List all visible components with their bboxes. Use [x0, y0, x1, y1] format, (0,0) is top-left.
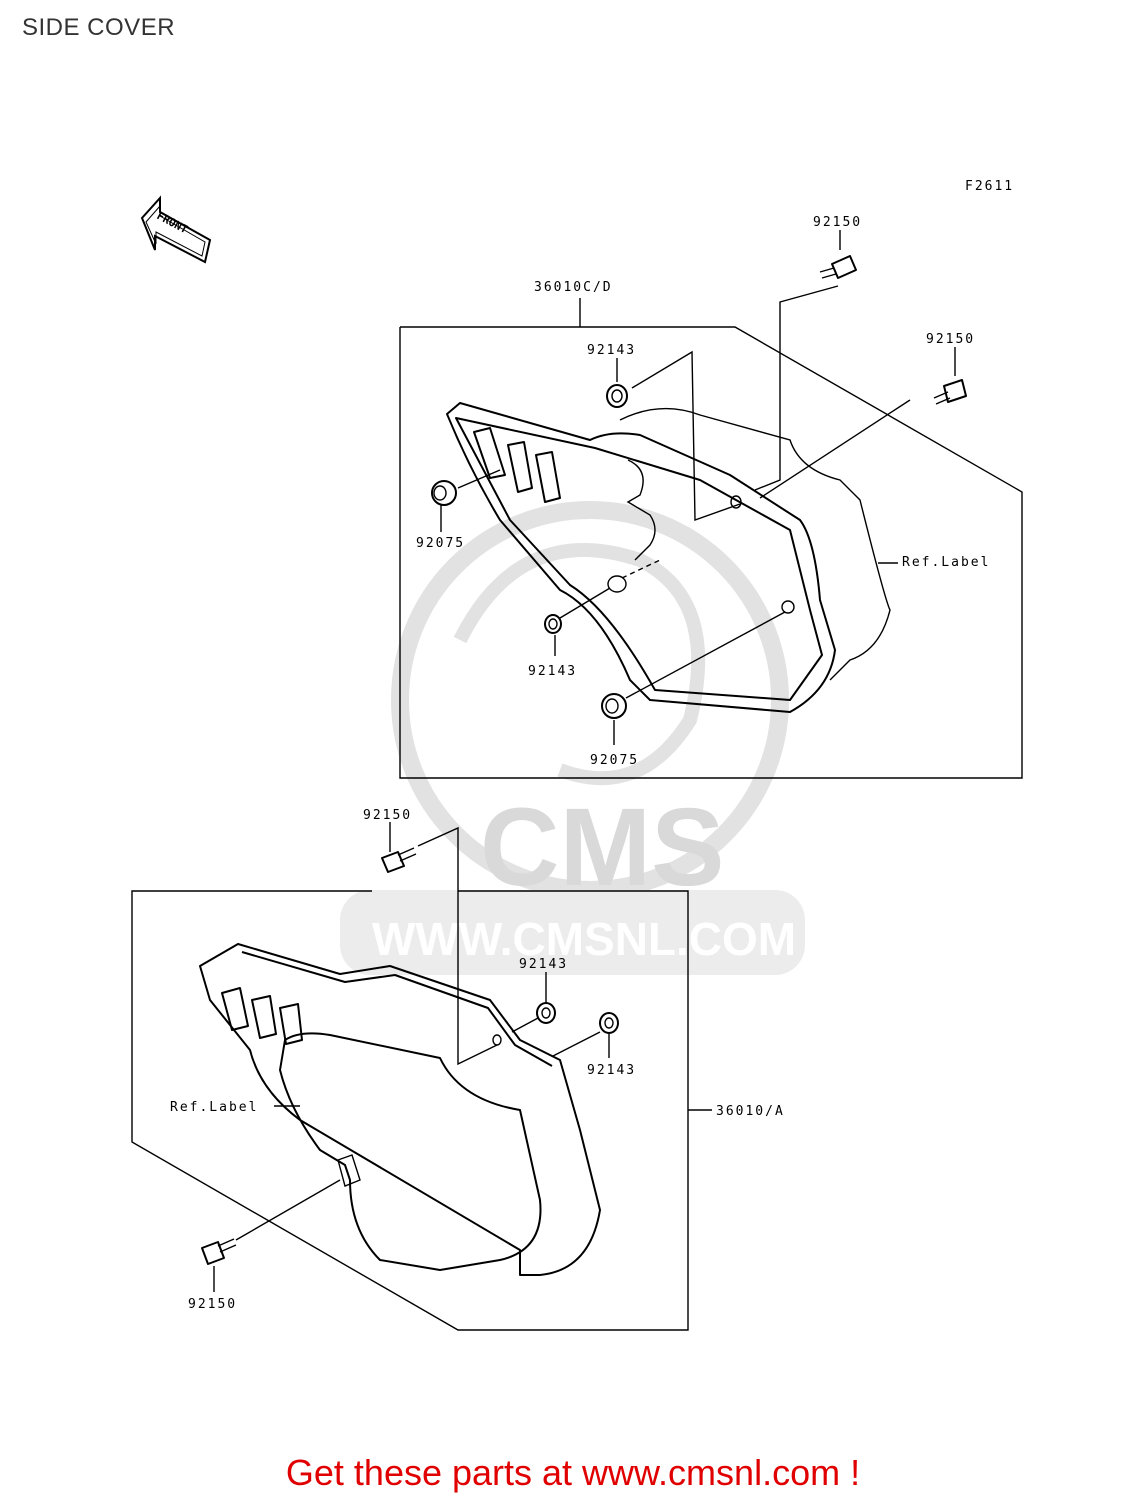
upper-assembly: [399, 230, 1023, 779]
label-collar-bottom-1: 92143: [519, 957, 568, 972]
grommet-top-2-icon: [601, 693, 627, 719]
grommet-top-1-icon: [431, 480, 457, 506]
label-ref-label-bottom: Ref.Label: [170, 1100, 258, 1115]
label-bolt-top-2: 92150: [926, 332, 975, 347]
label-collar-bottom-2: 92143: [587, 1063, 636, 1078]
collar-top-icon: [606, 384, 628, 408]
bolt-top-2-icon: [933, 379, 967, 405]
watermark: CMS WWW.CMSNL.COM: [340, 501, 805, 975]
label-bolt-bottom-2: 92150: [188, 1297, 237, 1312]
bolt-bottom-1-icon: [381, 847, 417, 873]
label-collar-mid: 92143: [528, 664, 577, 679]
page-title: SIDE COVER: [22, 14, 176, 41]
watermark-url: WWW.CMSNL.COM: [372, 913, 796, 965]
collar-bottom-2-icon: [599, 1012, 619, 1034]
front-arrow-icon: FRONT: [140, 195, 212, 264]
label-collar-top: 92143: [587, 343, 636, 358]
label-ref-label-top: Ref.Label: [902, 555, 990, 570]
label-cover-a: 36010/A: [716, 1104, 785, 1119]
lower-assembly: [131, 822, 712, 1331]
collar-bottom-1-icon: [536, 1002, 556, 1024]
collar-mid-icon: [544, 614, 562, 634]
bolt-top-1-icon: [819, 255, 857, 279]
label-cover-cd: 36010C/D: [534, 280, 613, 295]
figure-code: F2611: [965, 179, 1014, 194]
bolt-bottom-2-icon: [201, 1238, 237, 1265]
promo-link[interactable]: Get these parts at www.cmsnl.com !: [285, 1452, 861, 1493]
label-bolt-top-1: 92150: [813, 215, 862, 230]
label-grommet-top-2: 92075: [590, 753, 639, 768]
label-grommet-top-1: 92075: [416, 536, 465, 551]
label-bolt-bottom-1: 92150: [363, 808, 412, 823]
watermark-brand: CMS: [480, 786, 724, 909]
